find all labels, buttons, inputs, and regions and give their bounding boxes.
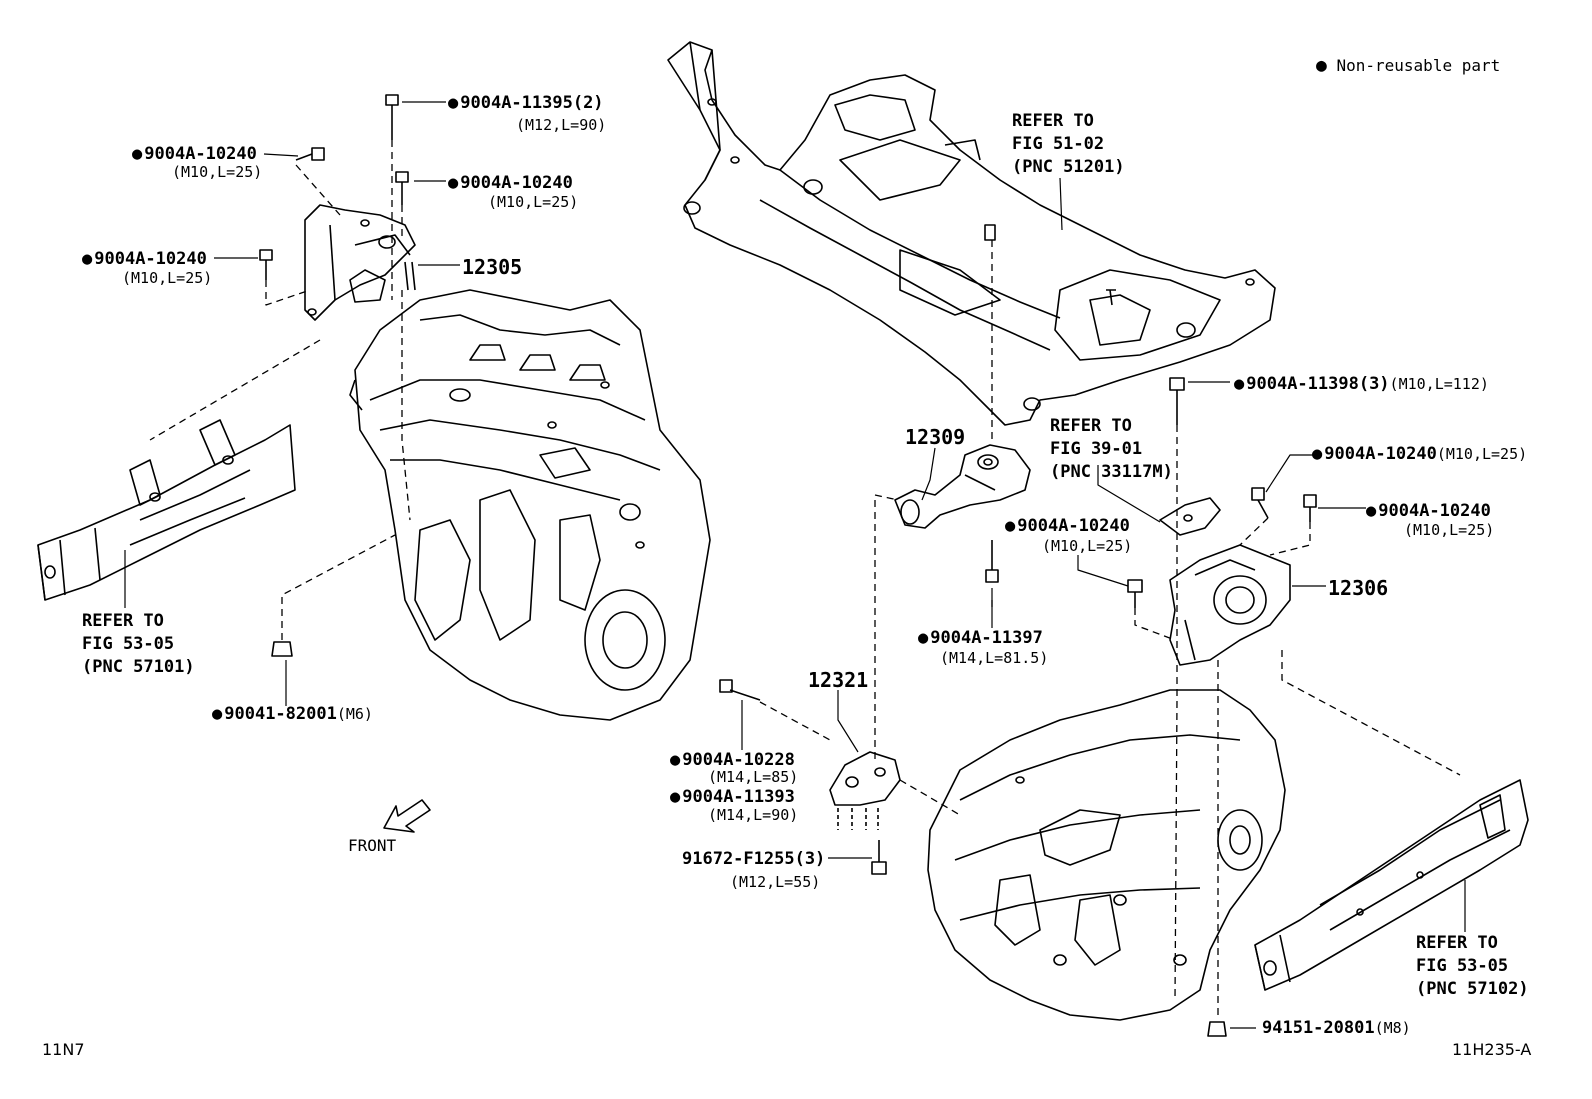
reference-left-rail: REFER TO FIG 53-05 (PNC 57101) xyxy=(82,610,195,679)
part-number: 9004A-10240 xyxy=(1324,444,1437,464)
reference-line: REFER TO xyxy=(82,611,164,631)
fastener-icons xyxy=(259,94,1317,1037)
part-9004a-11398[interactable]: 9004A-11398(3)(M10,L=112) xyxy=(1234,376,1489,393)
reference-pnc: (PNC 33117M) xyxy=(1050,462,1173,482)
pnc-12306[interactable]: 12306 xyxy=(1328,576,1389,600)
part-90041-82001[interactable]: 90041-82001(M6) xyxy=(212,706,373,723)
front-direction-label: FRONT xyxy=(348,836,397,855)
reference-link[interactable]: FIG 51-02 xyxy=(1012,134,1105,154)
pnc-12309[interactable]: 12309 xyxy=(905,425,966,449)
part-number: 90041-82001 xyxy=(224,704,337,724)
assembly-guides xyxy=(149,140,1461,1020)
bracket-33117m xyxy=(1159,497,1221,536)
reference-link[interactable]: FIG 39-01 xyxy=(1050,439,1143,459)
part-spec: (M10,L=112) xyxy=(1389,375,1489,393)
reference-line: REFER TO xyxy=(1416,933,1498,953)
part-9004a-10240-left-upper[interactable]: 9004A-10240 xyxy=(132,146,257,163)
rear-mount-12309 xyxy=(894,444,1031,529)
diagram-code-left: 11N7 xyxy=(42,1040,85,1059)
leader-lines xyxy=(124,101,1466,1029)
part-94151-20801[interactable]: 94151-20801(M8) xyxy=(1262,1020,1411,1037)
front-mount-12321 xyxy=(829,751,901,830)
reference-line: REFER TO xyxy=(1012,111,1094,131)
left-side-rail xyxy=(37,419,296,601)
part-spec: (M12,L=55) xyxy=(730,873,821,891)
reference-link[interactable]: FIG 53-05 xyxy=(1416,956,1509,976)
part-spec: (M10,L=25) xyxy=(488,193,579,211)
legend-text: Non-reusable part xyxy=(1336,56,1501,75)
front-arrow-icon xyxy=(383,799,431,833)
part-9004a-11393[interactable]: 9004A-11393 xyxy=(670,789,795,806)
part-9004a-10240-r-mid[interactable]: 9004A-10240 xyxy=(1366,503,1491,520)
part-spec: (M14,L=85) xyxy=(708,768,799,786)
part-9004a-11397[interactable]: 9004A-11397 xyxy=(918,630,1043,647)
reference-line: REFER TO xyxy=(1050,416,1132,436)
reference-pnc: (PNC 57101) xyxy=(82,657,195,677)
part-spec: (M14,L=90) xyxy=(708,806,799,824)
reference-fig39: REFER TO FIG 39-01 (PNC 33117M) xyxy=(1050,415,1173,484)
reference-pnc: (PNC 57102) xyxy=(1416,979,1529,999)
pnc-12305[interactable]: 12305 xyxy=(462,255,523,279)
reference-subframe: REFER TO FIG 51-02 (PNC 51201) xyxy=(1012,110,1125,179)
reference-link[interactable]: FIG 53-05 xyxy=(82,634,175,654)
engine-assembly xyxy=(349,289,711,721)
part-spec: (M6) xyxy=(336,705,373,723)
transmission-mount-12306 xyxy=(1169,544,1291,666)
part-spec: (M10,L=25) xyxy=(1404,521,1495,539)
part-spec: (M12,L=90) xyxy=(516,116,607,134)
part-spec: (M10,L=25) xyxy=(1042,537,1133,555)
part-9004a-10228[interactable]: 9004A-10228 xyxy=(670,752,795,769)
right-side-rail xyxy=(1254,779,1529,991)
part-9004a-10240-mid-upper[interactable]: 9004A-10240 xyxy=(448,175,573,192)
part-spec: (M8) xyxy=(1374,1019,1411,1037)
reference-pnc: (PNC 51201) xyxy=(1012,157,1125,177)
part-number: 94151-20801 xyxy=(1262,1018,1375,1038)
part-spec: (M10,L=25) xyxy=(1436,445,1528,463)
part-9004a-11395[interactable]: 9004A-11395(2) xyxy=(448,95,603,112)
part-9004a-10240-left-mid[interactable]: 9004A-10240 xyxy=(82,251,207,268)
engine-mount-12305 xyxy=(304,204,416,321)
front-subframe xyxy=(667,41,1276,426)
part-91672-f1255[interactable]: 91672-F1255(3) xyxy=(682,849,826,869)
part-spec: (M10,L=25) xyxy=(172,163,263,181)
part-9004a-10240-r-upper[interactable]: 9004A-10240(M10,L=25) xyxy=(1312,446,1527,463)
transmission-assembly xyxy=(927,689,1286,1021)
non-reusable-dot-icon: ● xyxy=(1316,55,1327,76)
part-number: 9004A-11398(3) xyxy=(1246,374,1390,394)
reference-right-rail: REFER TO FIG 53-05 (PNC 57102) xyxy=(1416,932,1529,1001)
part-spec: (M10,L=25) xyxy=(122,269,213,287)
diagram-code-right: 11H235-A xyxy=(1452,1040,1532,1059)
part-spec: (M14,L=81.5) xyxy=(940,649,1049,667)
pnc-12321[interactable]: 12321 xyxy=(808,668,869,692)
legend: ● Non-reusable part xyxy=(1316,55,1500,76)
part-9004a-10240-center[interactable]: 9004A-10240 xyxy=(1005,518,1130,535)
